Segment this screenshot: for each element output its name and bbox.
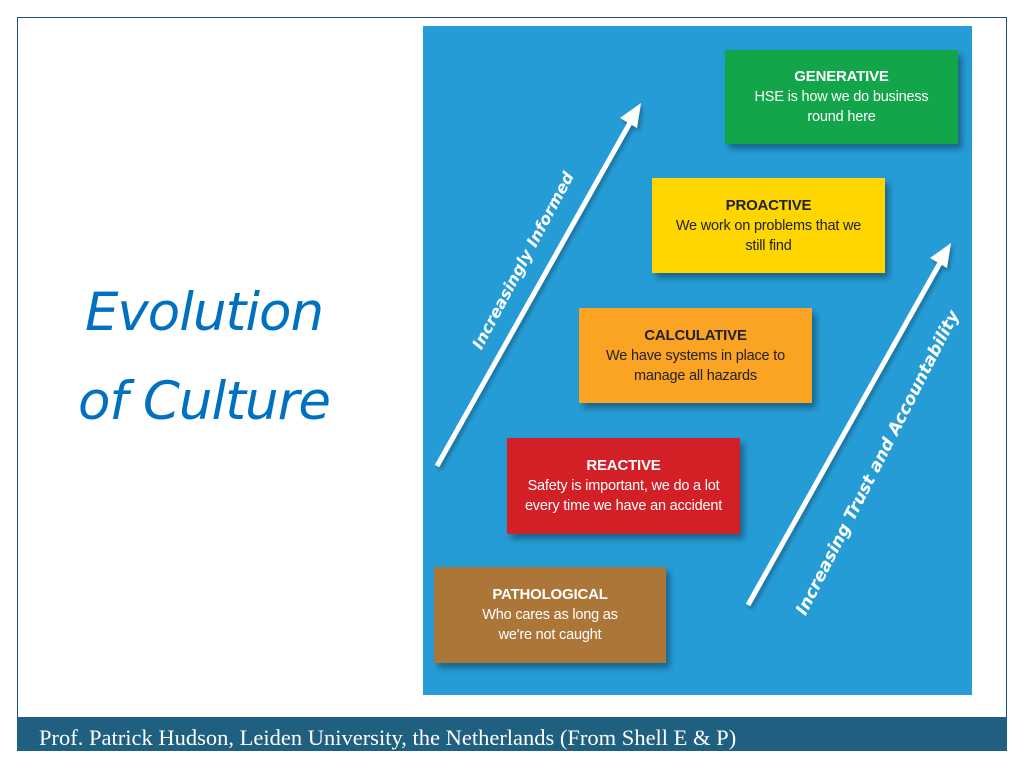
stage-calculative: CALCULATIVE We have systems in place to …	[579, 308, 812, 403]
stage-title: PROACTIVE	[725, 196, 812, 214]
title-line-2: of Culture	[77, 371, 331, 432]
stage-pathological: PATHOLOGICAL Who cares as long as we're …	[434, 567, 666, 663]
stage-description-line: Who cares as long as	[482, 607, 618, 623]
stage-title: PATHOLOGICAL	[492, 586, 608, 603]
stage-generative: GENERATIVE HSE is how we do business rou…	[725, 50, 958, 144]
arrows-layer	[434, 103, 951, 607]
stage-title: REACTIVE	[586, 457, 661, 474]
stage-description-line: round here	[807, 109, 876, 125]
footer-credit: Prof. Patrick Hudson, Leiden University,…	[39, 725, 737, 750]
stage-title: GENERATIVE	[794, 68, 889, 85]
stage-description-line: every time we have an accident	[524, 498, 723, 514]
slide-title: Evolution of Culture	[34, 268, 374, 446]
title-line-1: Evolution	[84, 282, 324, 343]
stage-reactive: REACTIVE Safety is important, we do a lo…	[507, 438, 740, 534]
stage-description-line: Safety is important, we do a lot	[527, 478, 720, 494]
stage-description-line: We work on problems that we	[675, 217, 862, 234]
increasingly-informed-arrow	[434, 103, 641, 468]
stage-description-line: HSE is how we do business	[754, 89, 929, 105]
stage-description-line: We have systems in place to	[606, 347, 785, 364]
stage-proactive: PROACTIVE We work on problems that we st…	[652, 178, 885, 273]
culture-ladder-diagram: Increasingly Informed Increasing Trust a…	[423, 26, 972, 695]
stage-title: CALCULATIVE	[644, 326, 747, 344]
footer-bar: Prof. Patrick Hudson, Leiden University,…	[17, 717, 1007, 751]
stage-description-line: still find	[745, 237, 792, 254]
stage-description-line: manage all hazards	[634, 367, 757, 384]
increasing-trust-arrow	[745, 243, 951, 607]
stage-description-line: we're not caught	[498, 627, 602, 643]
